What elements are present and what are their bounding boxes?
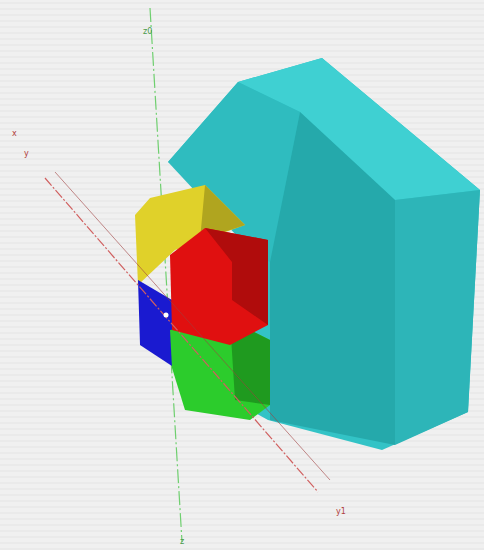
origin-dot bbox=[164, 313, 169, 318]
x-axis bbox=[45, 178, 318, 492]
cyan-front-face bbox=[270, 112, 395, 445]
axis-label: z bbox=[180, 538, 184, 546]
axis-label: y bbox=[24, 150, 29, 158]
y-axis bbox=[55, 172, 330, 480]
red-cube bbox=[170, 228, 268, 345]
cyan-side-face bbox=[395, 190, 480, 445]
axis-label: z0 bbox=[143, 28, 152, 36]
cyan-block bbox=[168, 58, 480, 450]
blue-block bbox=[138, 280, 175, 368]
red-cube-face bbox=[205, 228, 268, 325]
axis-label: y1 bbox=[336, 508, 346, 516]
axis-label: x bbox=[12, 130, 17, 138]
